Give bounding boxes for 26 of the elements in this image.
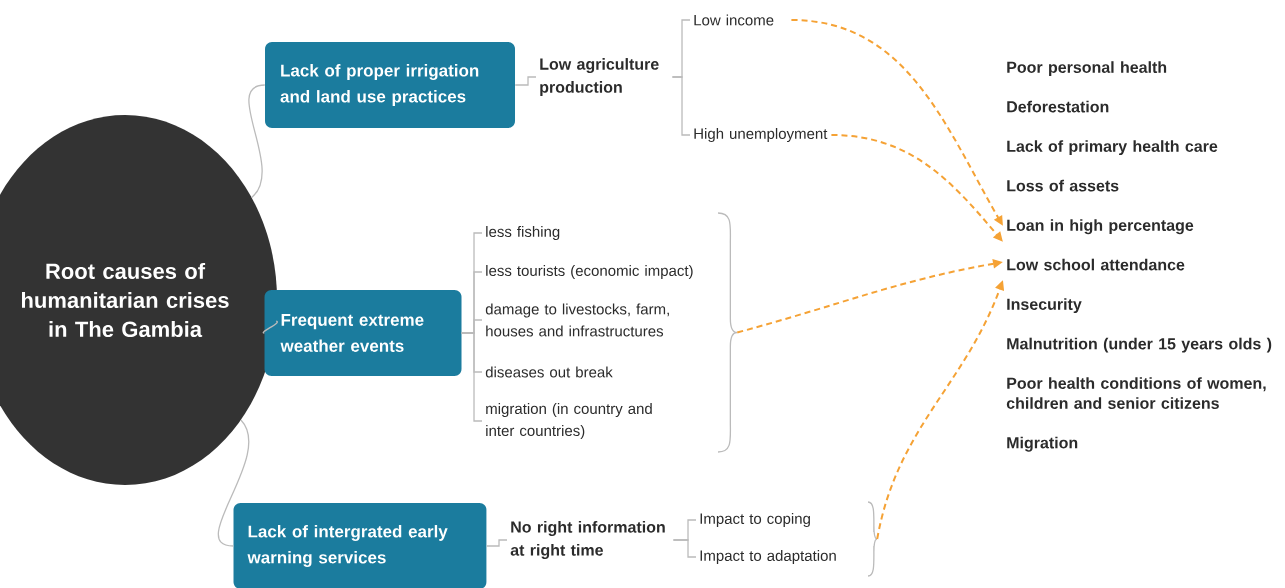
connector-line xyxy=(486,539,508,547)
consequence-list: Poor personal health Deforestation Lack of primary health care Loss of assets Loan in high percentage Low school attendance Insecurity Malnutrition (under 15 years olds ) Poor health conditions of women, children and senior citizens Migration xyxy=(1006,61,1272,452)
connector-line xyxy=(461,332,483,422)
item-text: damage to livestocks, farm, houses and infrastructures xyxy=(485,303,669,337)
cause-box: Lack of intergrated early warning services xyxy=(233,503,487,588)
item-text: Impact to adaptation xyxy=(700,550,836,564)
connector-line xyxy=(672,539,697,558)
item-text: diseases out break xyxy=(485,366,613,378)
connector-line xyxy=(514,76,537,86)
curly-brace xyxy=(717,212,738,453)
item-text: less tourists (economic impact) xyxy=(486,265,693,279)
connector-line xyxy=(217,419,250,547)
connector-line xyxy=(262,320,278,334)
connector-line xyxy=(248,84,266,199)
curly-brace xyxy=(867,501,878,577)
arrow xyxy=(830,134,1003,242)
cause-box: Lack of proper irrigation and land use practices xyxy=(265,42,515,128)
item-text: less fishing xyxy=(486,226,560,240)
item-text: High unemployment xyxy=(694,128,828,142)
cause-box: Frequent extreme weather events xyxy=(264,290,462,376)
effect-text: No right information at right time xyxy=(510,521,665,559)
connector-line xyxy=(671,76,691,136)
effect-text: Low agriculture production xyxy=(540,58,659,96)
item-text: Impact to coping xyxy=(700,513,810,527)
item-text: Low income xyxy=(694,14,774,26)
item-text: migration (in country and inter countries) xyxy=(486,403,652,439)
